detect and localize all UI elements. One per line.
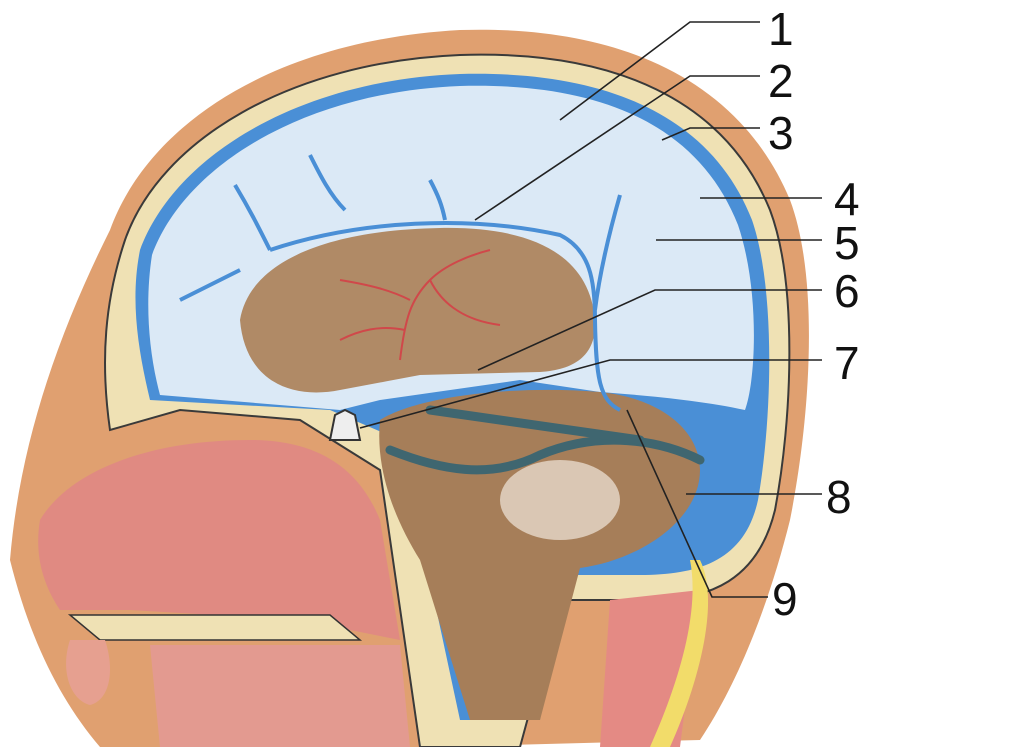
neck-fat [650, 560, 709, 747]
veins [385, 405, 705, 475]
label-3: 3 [768, 107, 794, 159]
label-6: 6 [834, 265, 860, 317]
dural-branches [179, 154, 622, 412]
cerebral-cavity [240, 227, 596, 393]
label-9: 9 [772, 573, 798, 625]
nasal-cavity [38, 440, 401, 640]
label-7: 7 [834, 337, 860, 389]
crista-galli [328, 408, 362, 441]
label-4: 4 [834, 173, 860, 225]
label-2: 2 [768, 55, 794, 107]
label-5: 5 [834, 217, 860, 269]
leader-lines [359, 21, 822, 598]
cerebral-arteries [339, 249, 501, 361]
label-1: 1 [768, 3, 794, 55]
label-8: 8 [826, 471, 852, 523]
